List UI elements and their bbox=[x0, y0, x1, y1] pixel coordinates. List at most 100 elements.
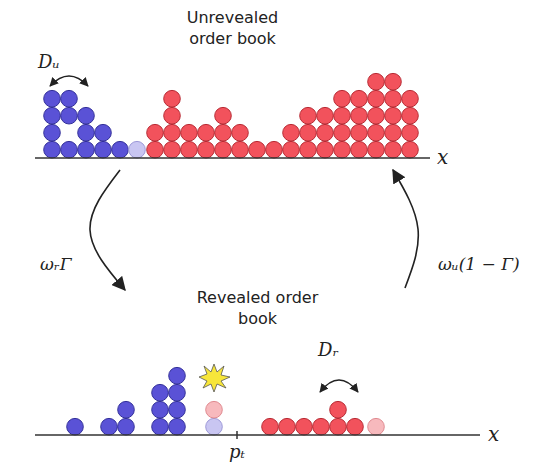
order-ball bbox=[300, 107, 317, 124]
order-ball bbox=[317, 124, 334, 141]
order-ball bbox=[385, 107, 402, 124]
order-ball bbox=[95, 124, 112, 141]
price-label: pₜ bbox=[229, 442, 245, 462]
order-ball bbox=[351, 141, 368, 158]
order-ball bbox=[147, 124, 164, 141]
order-ball bbox=[283, 124, 300, 141]
order-ball bbox=[147, 141, 164, 158]
axis-label: x bbox=[437, 146, 448, 168]
order-ball bbox=[78, 124, 95, 141]
lower-axis bbox=[35, 434, 480, 436]
order-ball bbox=[198, 141, 215, 158]
order-ball bbox=[368, 107, 385, 124]
order-ball bbox=[232, 141, 249, 158]
order-ball bbox=[334, 141, 351, 158]
order-ball bbox=[347, 418, 364, 435]
order-ball bbox=[215, 124, 232, 141]
order-ball bbox=[334, 107, 351, 124]
order-ball bbox=[129, 141, 146, 158]
order-ball bbox=[385, 90, 402, 107]
rate-label: ωᵤ(1 − Γ) bbox=[438, 255, 520, 274]
order-ball bbox=[232, 124, 249, 141]
order-ball bbox=[169, 367, 186, 384]
diffusion-arrow bbox=[50, 76, 88, 86]
order-ball bbox=[351, 124, 368, 141]
order-ball bbox=[351, 107, 368, 124]
order-ball bbox=[262, 418, 279, 435]
transition-arrow bbox=[393, 170, 418, 288]
order-ball bbox=[164, 141, 181, 158]
order-ball bbox=[61, 141, 78, 158]
order-ball bbox=[101, 418, 118, 435]
order-ball bbox=[152, 384, 169, 401]
order-ball bbox=[198, 124, 215, 141]
annihilation-burst bbox=[199, 364, 230, 392]
order-ball bbox=[385, 124, 402, 141]
order-ball bbox=[118, 418, 135, 435]
order-ball bbox=[118, 401, 135, 418]
order-ball bbox=[164, 107, 181, 124]
order-ball bbox=[61, 107, 78, 124]
order-ball bbox=[164, 124, 181, 141]
order-ball bbox=[385, 73, 402, 90]
order-ball bbox=[206, 418, 223, 435]
order-ball bbox=[402, 90, 419, 107]
order-ball bbox=[296, 418, 313, 435]
order-ball bbox=[368, 418, 385, 435]
order-ball bbox=[330, 418, 347, 435]
order-ball bbox=[368, 73, 385, 90]
order-ball bbox=[61, 90, 78, 107]
order-ball bbox=[351, 90, 368, 107]
order-ball bbox=[67, 418, 84, 435]
order-balls bbox=[44, 73, 419, 435]
order-ball bbox=[402, 107, 419, 124]
order-ball bbox=[78, 107, 95, 124]
order-ball bbox=[313, 418, 330, 435]
order-ball bbox=[169, 401, 186, 418]
price-tick bbox=[236, 431, 238, 439]
order-ball bbox=[334, 124, 351, 141]
order-ball bbox=[169, 418, 186, 435]
rate-label: ωᵣΓ bbox=[40, 255, 72, 274]
order-book-panel: Unrevealed order book bbox=[35, 8, 430, 170]
panel-title: Revealed order book bbox=[193, 288, 323, 330]
order-ball bbox=[317, 107, 334, 124]
upper-axis bbox=[35, 157, 430, 159]
transition-arrow bbox=[90, 170, 125, 290]
order-ball bbox=[164, 90, 181, 107]
order-book-panel: Revealed order book bbox=[35, 288, 480, 438]
order-ball bbox=[95, 141, 112, 158]
order-ball bbox=[249, 141, 266, 158]
diffusion-label: Dᵣ bbox=[318, 340, 339, 360]
order-ball bbox=[368, 141, 385, 158]
order-ball bbox=[44, 107, 61, 124]
order-ball bbox=[152, 401, 169, 418]
order-ball bbox=[279, 418, 296, 435]
panel-title: Unrevealed order book bbox=[168, 8, 298, 50]
order-ball bbox=[152, 418, 169, 435]
order-ball bbox=[169, 384, 186, 401]
order-ball bbox=[402, 124, 419, 141]
diffusion-arrow bbox=[320, 380, 358, 392]
order-ball bbox=[266, 141, 283, 158]
diffusion-label: Dᵤ bbox=[38, 52, 60, 72]
order-ball bbox=[206, 401, 223, 418]
order-ball bbox=[334, 90, 351, 107]
order-ball bbox=[44, 90, 61, 107]
order-ball bbox=[44, 124, 61, 141]
order-ball bbox=[402, 141, 419, 158]
order-ball bbox=[112, 141, 129, 158]
order-ball bbox=[181, 141, 198, 158]
order-ball bbox=[44, 141, 61, 158]
order-ball bbox=[300, 141, 317, 158]
order-ball bbox=[300, 124, 317, 141]
order-ball bbox=[181, 124, 198, 141]
order-ball bbox=[330, 401, 347, 418]
order-ball bbox=[317, 141, 334, 158]
order-ball bbox=[78, 141, 95, 158]
order-ball bbox=[368, 124, 385, 141]
order-ball bbox=[385, 141, 402, 158]
